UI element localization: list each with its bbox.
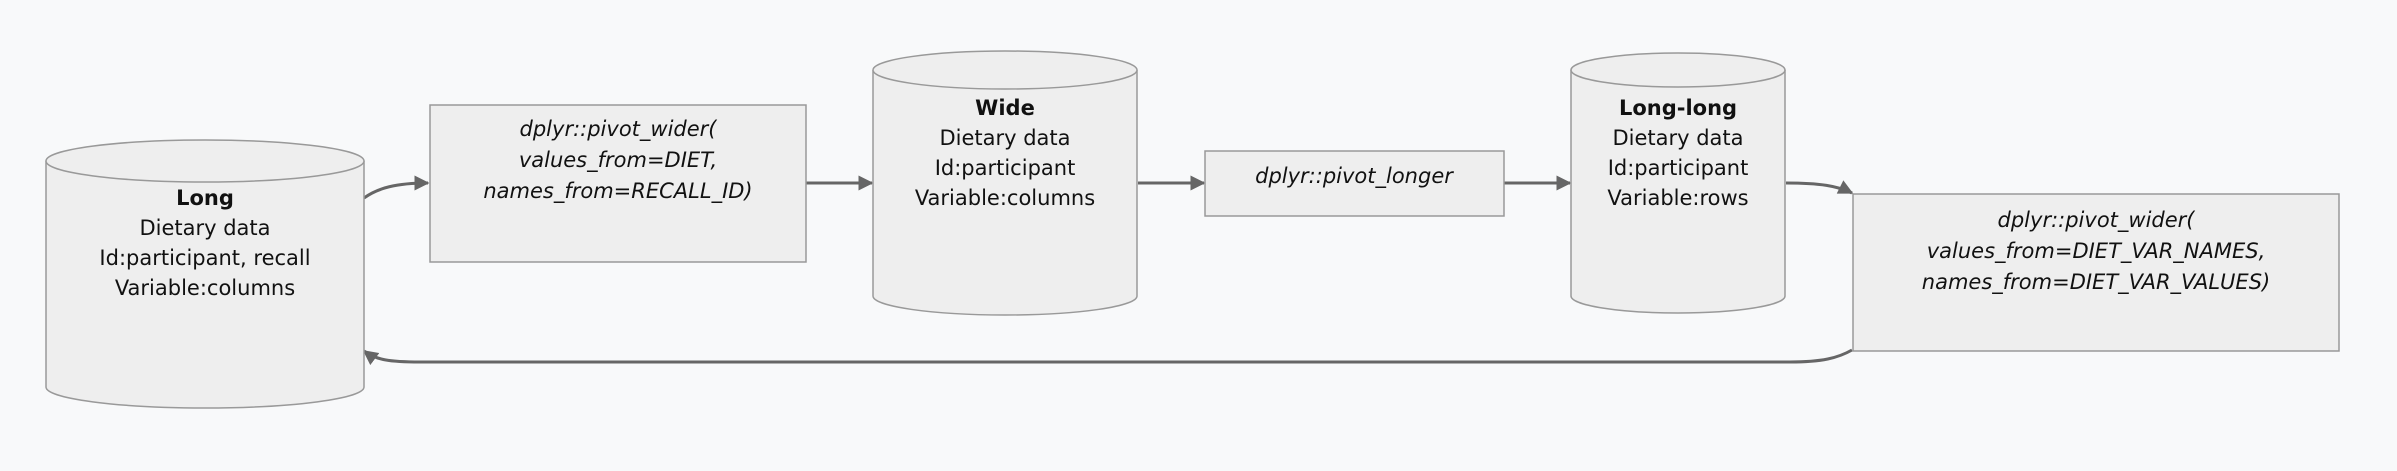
node-long-line-3: Variable:columns [115, 276, 295, 300]
node-wide-line-2: Id:participant [935, 156, 1076, 180]
node-wide-title: Wide [975, 96, 1035, 120]
node-pivot-wider-2-line-2: values_from=DIET_VAR_NAMES, [1927, 239, 2266, 264]
node-long-long: Long-long Dietary data Id:participant Va… [1570, 52, 1786, 314]
node-pivot-wider-1-line-2: values_from=DIET, [519, 148, 717, 173]
node-long-long-line-3: Variable:rows [1607, 186, 1748, 210]
node-pivot-wider-2: dplyr::pivot_wider( values_from=DIET_VAR… [1852, 193, 2340, 352]
node-wide: Wide Dietary data Id:participant Variabl… [872, 50, 1138, 316]
edge-pivot-wider-2-to-long [362, 348, 1853, 366]
node-wide-line-3: Variable:columns [915, 186, 1095, 210]
node-pivot-wider-1-line-3: names_from=RECALL_ID) [483, 179, 752, 204]
node-long-line-1: Dietary data [139, 216, 270, 240]
node-wide-line-1: Dietary data [939, 126, 1070, 150]
node-long-title: Long [176, 186, 234, 210]
node-pivot-wider-2-line-3: names_from=DIET_VAR_VALUES) [1922, 270, 2270, 295]
node-long-long-title: Long-long [1619, 96, 1737, 120]
node-pivot-longer: dplyr::pivot_longer [1204, 150, 1505, 217]
node-long-long-line-1: Dietary data [1612, 126, 1743, 150]
node-long: Long Dietary data Id:participant, recall… [45, 139, 365, 409]
edge-long-to-pivot-wider-1 [363, 175, 430, 200]
node-pivot-longer-line-1: dplyr::pivot_longer [1255, 164, 1454, 189]
node-long-long-line-2: Id:participant [1608, 156, 1749, 180]
node-pivot-wider-2-line-1: dplyr::pivot_wider( [1998, 208, 2196, 233]
node-pivot-wider-1-line-1: dplyr::pivot_wider( [520, 117, 718, 142]
edge-long-long-to-pivot-wider-2 [1785, 180, 1854, 195]
node-long-line-2: Id:participant, recall [99, 246, 310, 270]
node-pivot-wider-1: dplyr::pivot_wider( values_from=DIET, na… [429, 104, 807, 263]
